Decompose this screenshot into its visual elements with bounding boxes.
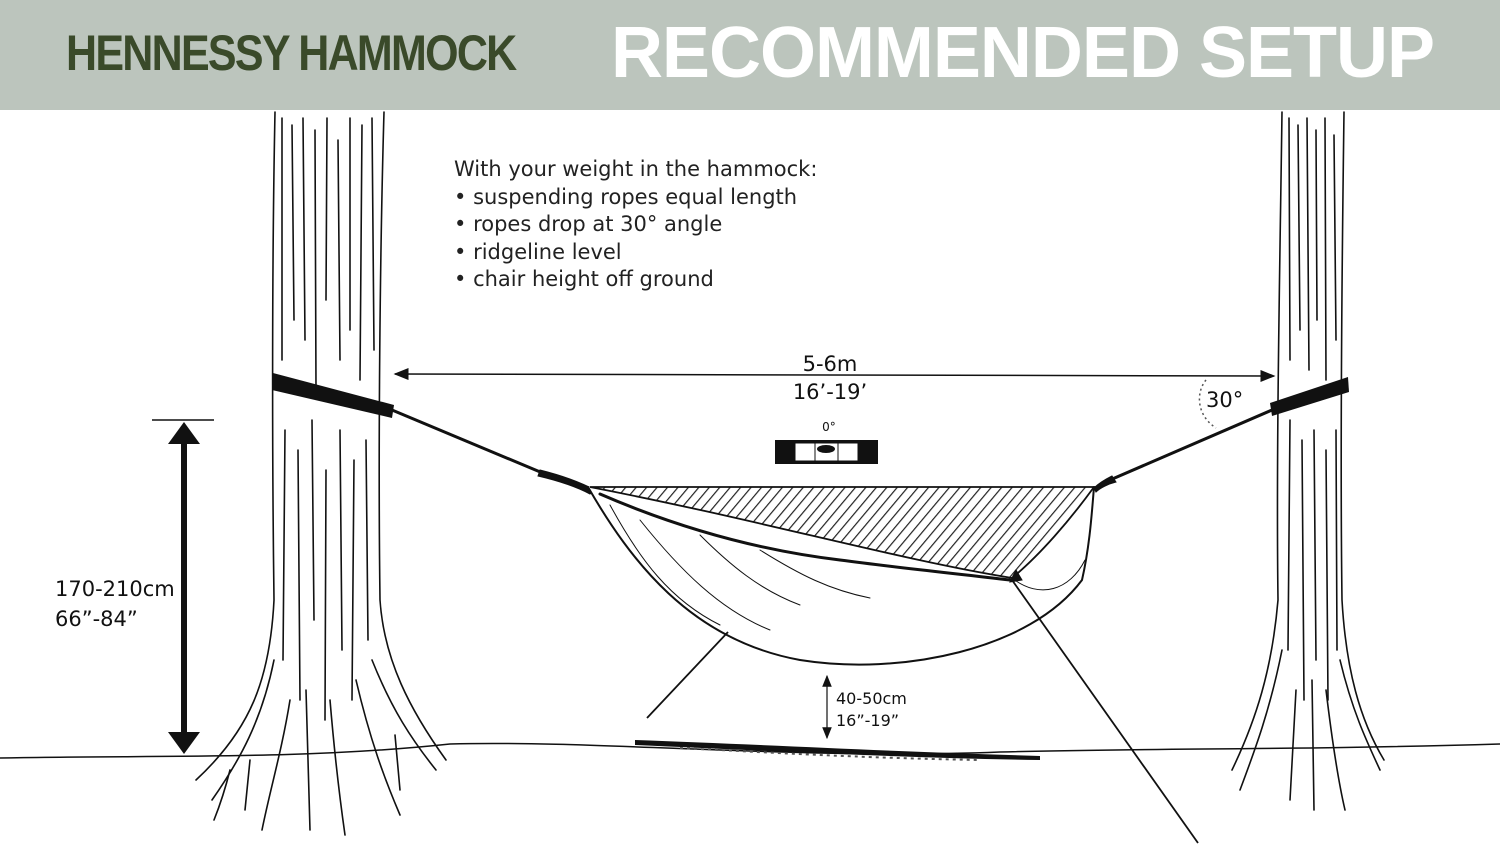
ground — [0, 740, 1500, 761]
setup-instructions: With your weight in the hammock: • suspe… — [454, 156, 817, 294]
ground-clearance-imperial: 16”-19” — [836, 711, 900, 730]
strap-height-arrow — [152, 419, 214, 754]
header-banner: HENNESSY HAMMOCK RECOMMENDED SETUP — [0, 0, 1500, 110]
hammock — [587, 486, 1096, 666]
instructions-heading: With your weight in the hammock: — [454, 157, 818, 181]
span-metric: 5-6m — [802, 352, 858, 376]
list-item: • chair height off ground — [454, 267, 714, 291]
strap-height-metric: 170-210cm — [55, 577, 175, 601]
brand-title: HENNESSY HAMMOCK — [66, 25, 517, 81]
page-title: RECOMMENDED SETUP — [610, 13, 1435, 93]
level-reading-label: 0° — [822, 420, 836, 434]
strap-height-imperial: 66”-84” — [55, 607, 138, 631]
rope-angle-label: 30° — [1206, 388, 1244, 412]
strap-height-label: 170-210cm 66”-84” — [55, 574, 175, 634]
ground-clearance-label: 40-50cm 16”-19” — [836, 688, 907, 732]
span-dimension-arrow — [393, 368, 1276, 382]
bug-net — [589, 486, 1096, 579]
angle-indicator — [1198, 379, 1217, 429]
span-label: 5-6m 16’-19’ — [760, 350, 900, 406]
list-item: • suspending ropes equal length — [454, 184, 798, 209]
ground-clearance-metric: 40-50cm — [836, 689, 907, 708]
left-tree — [195, 111, 447, 836]
tie-out-lines — [646, 579, 1199, 844]
right-tree-strap — [1270, 377, 1349, 416]
span-imperial: 16’-19’ — [792, 380, 868, 404]
list-item: • ridgeline level — [454, 239, 622, 264]
level-tool — [775, 440, 878, 464]
suspension-ropes — [391, 408, 1273, 495]
left-tree-strap — [272, 373, 394, 418]
list-item: • ropes drop at 30° angle — [454, 212, 723, 236]
right-tree — [1231, 111, 1385, 811]
